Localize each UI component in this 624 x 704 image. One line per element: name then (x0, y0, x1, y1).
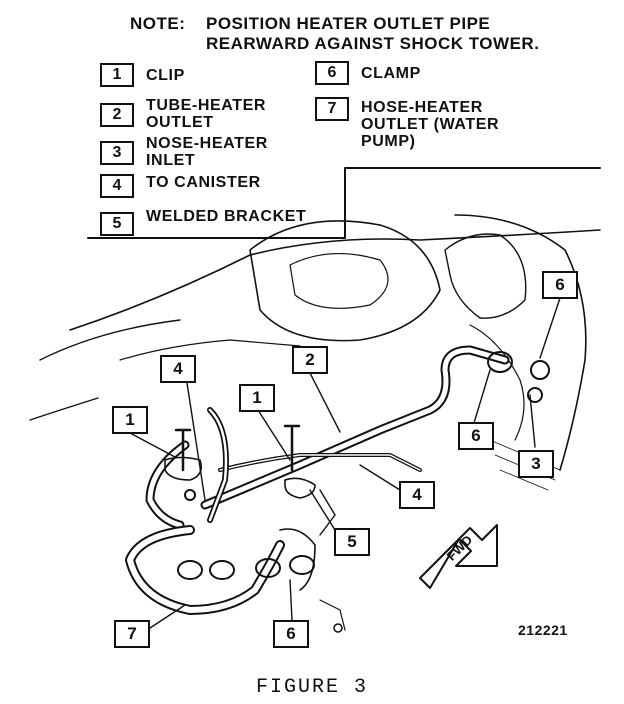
legend-number: 3 (100, 141, 134, 165)
shock-tower (249, 220, 441, 342)
legend-text: CLIP (146, 67, 185, 84)
callout-clamp-4: 4 (160, 355, 196, 383)
callout-clamp-6-top: 6 (542, 271, 578, 299)
callout-nose-3: 3 (518, 450, 554, 478)
upper-clamp (487, 351, 513, 373)
legend-panel-border (87, 167, 601, 239)
legend-item-7: 7 HOSE-HEATER OUTLET (WATER PUMP) (315, 97, 499, 150)
fwd-arrow-icon: FWD (419, 524, 498, 589)
note-label: NOTE: (130, 14, 186, 33)
callout-clamp-6-bottom: 6 (273, 620, 309, 648)
legend-number: 2 (100, 103, 134, 127)
note-header: NOTE: POSITION HEATER OUTLET PIPE REARWAR… (130, 14, 539, 54)
legend-item-1: 1 CLIP (100, 63, 185, 87)
callout-clip-1: 1 (239, 384, 275, 412)
legend-item-2: 2 TUBE-HEATER OUTLET (100, 97, 266, 131)
legend-text: TUBE-HEATER OUTLET (146, 97, 267, 131)
callout-tube-2: 2 (292, 346, 328, 374)
legend-text: TO CANISTER (146, 174, 261, 191)
note-line-2: REARWARD AGAINST SHOCK TOWER. (206, 34, 540, 53)
callout-clip-1-left: 1 (112, 406, 148, 434)
leader-lines (129, 297, 561, 629)
legend-number: 1 (100, 63, 134, 87)
figure-number: 212221 (518, 622, 568, 638)
callout-hose-7: 7 (114, 620, 150, 648)
legend-text: CLAMP (361, 65, 421, 82)
legend-number: 5 (100, 212, 134, 236)
clip-bolt-center (283, 424, 301, 472)
clip-bolt-left (174, 428, 192, 472)
legend-item-3: 3 NOSE-HEATER INLET (100, 135, 268, 169)
legend-number: 6 (315, 61, 349, 85)
note-line-1: POSITION HEATER OUTLET PIPE (206, 14, 491, 33)
callout-canister-4: 4 (399, 481, 435, 509)
legend-text: NOSE-HEATER INLET (146, 135, 268, 169)
callout-clamp-6-mid: 6 (458, 422, 494, 450)
figure-caption: FIGURE 3 (255, 676, 368, 699)
callout-bracket-5: 5 (334, 528, 370, 556)
legend-text: WELDED BRACKET (146, 208, 307, 225)
legend-number: 4 (100, 174, 134, 198)
legend-item-6: 6 CLAMP (315, 61, 421, 85)
legend-item-4: 4 TO CANISTER (100, 174, 261, 198)
engine-block (454, 214, 587, 471)
legend-text: HOSE-HEATER OUTLET (WATER PUMP) (361, 99, 500, 150)
fender-outline (69, 229, 601, 331)
legend-item-5: 5 WELDED BRACKET (100, 208, 306, 236)
legend-number: 7 (315, 97, 349, 121)
